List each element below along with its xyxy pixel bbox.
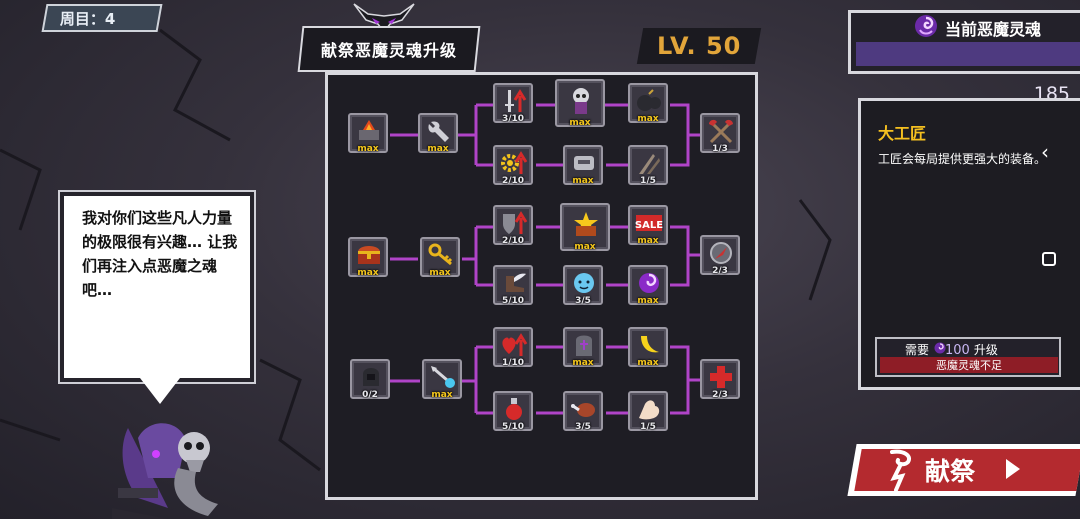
tree-node-sword-upgrade[interactable]: 3/10 (493, 83, 533, 124)
meat-icon (571, 403, 595, 417)
ghost-icon (574, 273, 594, 293)
speech-bubble-tail (140, 378, 180, 404)
tree-node-muscle[interactable]: 1/5 (628, 391, 668, 432)
tree-node-gold-chest[interactable]: max (560, 203, 610, 252)
tree-connectors (390, 103, 700, 415)
gear-upgrade-icon (501, 151, 528, 174)
tree-node-shield-upgrade[interactable]: 2/10 (493, 205, 533, 246)
tree-node-skull-knight[interactable]: max (555, 79, 605, 128)
detail-description: 工匠会每局提供更强大的装备。 (878, 152, 1047, 166)
skull-knight-icon (573, 88, 589, 114)
svg-text:SALE: SALE (635, 220, 663, 231)
round-counter: 周目：4 (41, 4, 163, 32)
tree-node-wrench[interactable]: max (418, 113, 458, 154)
shield-upgrade-icon (503, 211, 528, 234)
demon-soul-icon (934, 342, 946, 354)
soul-label: 当前恶魔灵魂 (945, 20, 1042, 39)
tree-node-tombstone[interactable]: max (563, 327, 603, 368)
tombstone-icon (576, 335, 592, 356)
play-arrow-icon[interactable] (1006, 459, 1020, 479)
demon-sigil-icon (890, 449, 911, 492)
potion-icon (506, 398, 522, 420)
upgrade-suffix: 升级 (973, 343, 998, 357)
tree-node-sale-tag[interactable]: SALE max (628, 205, 668, 246)
tree-node-crossed-axes[interactable]: 1/3 (700, 113, 740, 154)
tree-node-staff[interactable]: max (422, 359, 462, 400)
square-nav-icon[interactable] (1042, 252, 1056, 266)
soul-bar: 185 (856, 42, 1080, 105)
armor-piece-icon (574, 156, 594, 170)
tree-node-meat[interactable]: 3/5 (563, 391, 603, 432)
winged-boot-icon (506, 273, 526, 292)
gold-chest-icon (574, 212, 598, 236)
tree-node-key[interactable]: max (420, 237, 460, 278)
compass-icon (710, 242, 732, 264)
tree-node-armor-piece[interactable]: max (563, 145, 603, 186)
sword-upgrade-icon (505, 89, 527, 112)
sale-tag-icon: SALE (635, 215, 663, 231)
demon-horns-icon (353, 3, 415, 32)
level-badge: LV. 50 (636, 28, 762, 64)
tree-node-potion[interactable]: 5/10 (493, 391, 533, 432)
tree-node-winged-boot[interactable]: 5/10 (493, 265, 533, 306)
red-cross-icon (710, 366, 732, 388)
insufficient-souls-warning: 恶魔灵魂不足 (880, 357, 1058, 373)
tree-node-hood[interactable]: 0/2 (350, 359, 390, 400)
hood-icon (363, 368, 379, 386)
tree-node-claw[interactable]: 1/5 (628, 145, 668, 186)
heart-upgrade-icon (502, 333, 528, 356)
tree-node-compass[interactable]: 2/3 (700, 235, 740, 276)
forge-icon (359, 120, 379, 140)
banana-icon (641, 336, 659, 353)
tree-node-red-cross[interactable]: 2/3 (700, 359, 740, 400)
tree-node-treasure-chest[interactable]: max (348, 237, 388, 278)
chevron-left-icon[interactable]: ‹ (1041, 140, 1049, 164)
claw-icon (639, 154, 660, 174)
page-title: 献祭恶魔灵魂升级 (297, 26, 481, 72)
wrench-icon (428, 121, 449, 142)
upgrade-prefix: 需要 (905, 343, 930, 357)
demon-character (112, 423, 218, 519)
round-label: 周目：4 (60, 9, 116, 28)
speech-text: 我对你们这些凡人力量的极限很有兴趣… 让我们再注入点恶魔之魂吧… (82, 209, 238, 299)
treasure-chest-icon (358, 246, 380, 264)
demon-soul-icon (915, 15, 937, 37)
tree-node-banana[interactable]: max (628, 327, 668, 368)
upgrade-tree-panel: max max 3/10 max max 2/10 max (325, 72, 758, 500)
staff-icon (431, 366, 455, 388)
tree-node-demon-soul[interactable]: max (628, 265, 668, 306)
tree-node-forge[interactable]: max (348, 113, 388, 154)
sacrifice-label[interactable]: 献祭 (925, 457, 976, 486)
detail-title: 大工匠 (878, 124, 927, 143)
bomb-icon (637, 89, 661, 111)
tree-node-gear-upgrade[interactable]: 2/10 (493, 145, 533, 186)
tree-node-bomb[interactable]: max (628, 83, 668, 124)
key-icon (428, 243, 453, 266)
crossed-axes-icon (709, 119, 733, 144)
demon-soul-icon (639, 273, 659, 293)
upgrade-cost: 100 (945, 343, 970, 358)
tree-node-ghost[interactable]: 3/5 (563, 265, 603, 306)
tree-node-heart-upgrade[interactable]: 1/10 (493, 327, 533, 368)
muscle-icon (639, 400, 660, 420)
